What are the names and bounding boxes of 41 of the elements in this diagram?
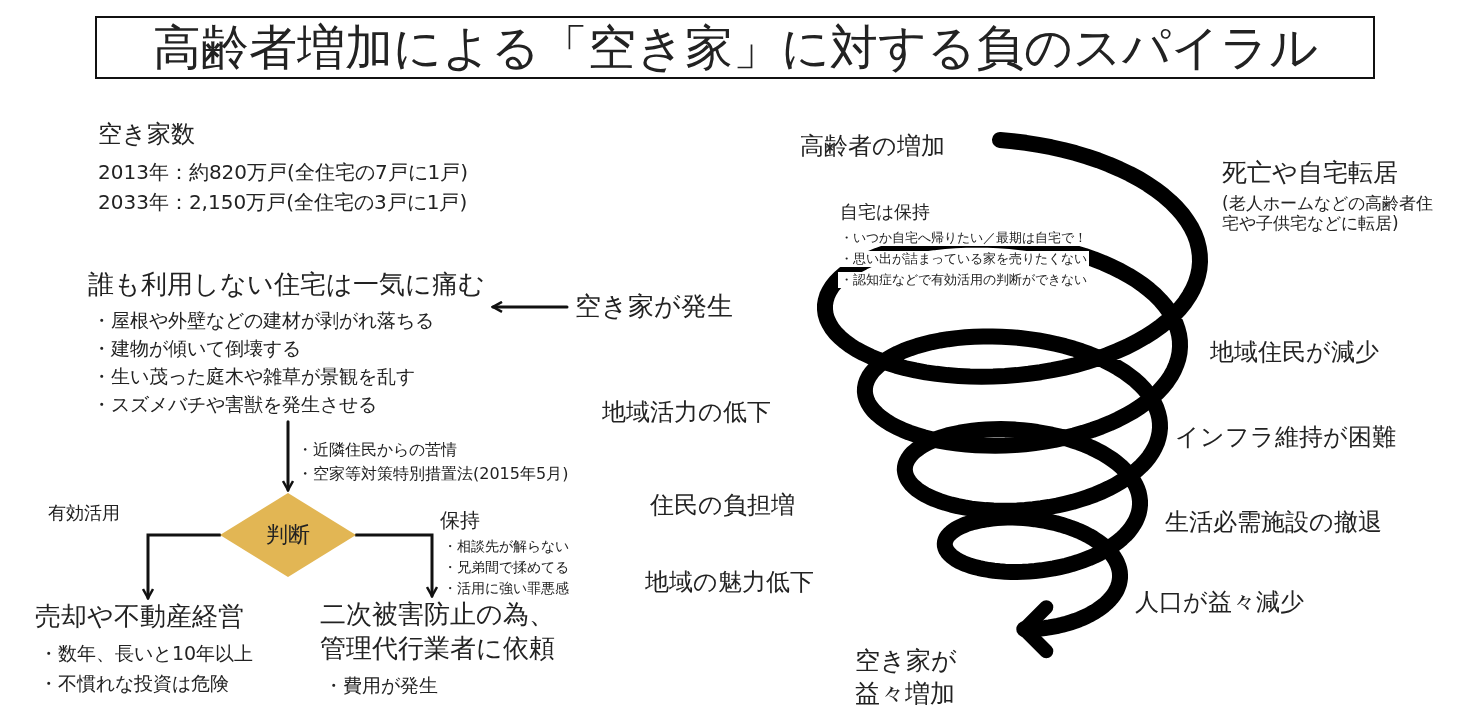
bullet-text: ・屋根や外壁などの建材が剥がれ落ちる (91, 307, 435, 333)
edge-label: 有効活用 (48, 502, 120, 524)
step-label: インフラ維持が困難 (1175, 423, 1396, 452)
step-label: 地域の魅力低下 (645, 568, 814, 597)
note-heading: 二次被害防止の為、管理代行業者に依頼 (320, 598, 556, 665)
bullet-text: ・数年、長いと10年以上 (38, 640, 254, 666)
step-label: 生活必需施設の撤退 (1165, 508, 1382, 537)
bullet-text: ・認知症などで有効活用の判断ができない (838, 272, 1089, 288)
bullet-text: ・思い出が詰まっている家を売りたくない (838, 251, 1089, 267)
note-heading: 誰も利用しない住宅は一気に痛む (88, 268, 485, 301)
bullet-text: ・不慣れな投資は危険 (38, 670, 230, 696)
step-label: 空き家が益々増加 (855, 645, 958, 710)
step-label: 人口が益々減少 (1135, 588, 1304, 617)
bullet-text: ・活用に強い罪悪感 (443, 580, 569, 597)
spiral-arrow (817, 132, 1208, 659)
bullet-text: ・兄弟間で揉めてる (443, 559, 569, 576)
title: 高齢者増加による「空き家」に対する負のスパイラル (95, 16, 1375, 80)
step-label: 地域住民が減少 (1210, 338, 1379, 367)
decision-label: 判断 (265, 520, 311, 549)
summary-heading: 空き家数 (98, 120, 195, 149)
edge-label: 保持 (440, 508, 480, 532)
bullet-text: ・費用が発生 (323, 672, 439, 698)
step-label: 死亡や自宅転居 (1222, 158, 1398, 188)
bullet-text: ・近隣住民からの苦情 (297, 440, 457, 460)
bullet-text: ・生い茂った庭木や雑草が景観を乱す (91, 363, 416, 389)
step-label: 高齢者の増加 (800, 131, 945, 162)
arrow (354, 533, 439, 598)
bullet-text: ・相談先が解らない (443, 538, 569, 555)
arrow (141, 533, 222, 600)
arrow (491, 300, 569, 314)
statistic-text: 2013年：約820万戸(全住宅の7戸に1戸) (98, 160, 469, 184)
bullet-text: ・建物が傾いて倒壊する (91, 335, 302, 361)
bullet-text: ・スズメバチや害獣を発生させる (91, 391, 378, 417)
step-label: 空き家が発生 (575, 290, 733, 323)
note-heading: 売却や不動産経営 (35, 600, 245, 633)
arrow (281, 420, 295, 492)
statistic-text: 2033年：2,150万戸(全住宅の3戸に1戸) (98, 190, 468, 214)
note-text: (老人ホームなどの高齢者住宅や子供宅などに転居) (1222, 193, 1434, 234)
step-label: 地域活力の低下 (602, 398, 771, 427)
step-label: 住民の負担増 (650, 491, 795, 520)
bullet-text: ・空家等対策特別措置法(2015年5月) (297, 464, 569, 484)
